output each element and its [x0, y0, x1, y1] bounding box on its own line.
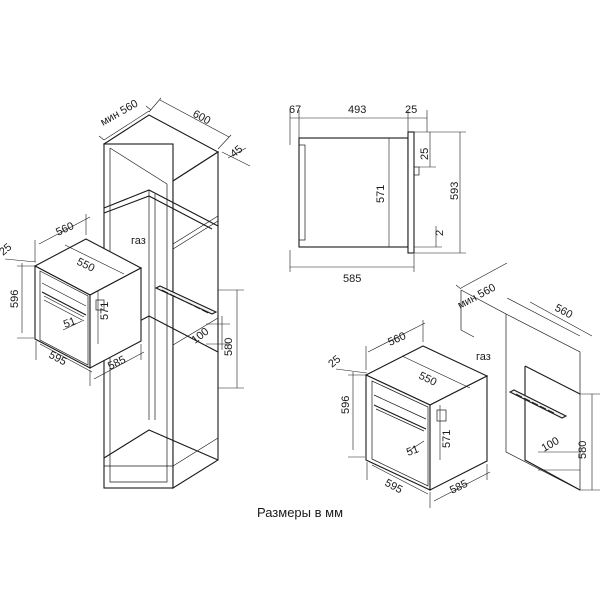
- dim-min-width: мин 560: [99, 98, 141, 129]
- gas-label-right: газ: [476, 351, 491, 363]
- side-dim-body-height: 571: [375, 185, 387, 203]
- oven-body-height: 571: [99, 302, 111, 320]
- side-dim-front: 25: [405, 104, 417, 116]
- side-view-body: [298, 137, 409, 248]
- oven-right: [364, 345, 489, 491]
- oven-r-handle: 51: [405, 443, 421, 458]
- oven-r-body-height: 571: [441, 430, 453, 448]
- oven-width-front: 560: [54, 220, 76, 239]
- oven-icon: [33, 238, 143, 369]
- side-dim-total-height: 593: [449, 182, 461, 200]
- side-view: 67 493 25 585 571 593 25 2: [289, 104, 466, 285]
- side-dim-bottom-gap: 2: [434, 230, 446, 236]
- under-dim-vent: 100: [540, 435, 562, 455]
- under-dim-niche-height: 580: [577, 441, 589, 459]
- oven-handle: 51: [62, 315, 78, 330]
- dim-depth: 600: [191, 108, 213, 127]
- cabinet-side: [172, 150, 219, 489]
- vent-slot-right: [508, 389, 568, 419]
- dim-top-offset: 45: [228, 143, 245, 160]
- oven-r-height: 596: [340, 396, 352, 414]
- cabinet-icon: [460, 289, 581, 491]
- oven-r-width-front: 560: [386, 330, 408, 349]
- side-dim-back: 67: [289, 104, 301, 116]
- oven-r-bottom-depth: 585: [448, 478, 470, 497]
- side-dim-body-depth: 493: [348, 104, 366, 116]
- side-dim-total-depth: 585: [343, 273, 361, 285]
- oven-r-side: 25: [326, 353, 343, 370]
- oven-dimensions-left: 560 550 25 596 571 51 595 585: [0, 214, 145, 386]
- oven-side: 25: [0, 241, 14, 258]
- under-dim-min-width: мин 560: [456, 282, 498, 312]
- side-dim-top-gap: 25: [419, 148, 431, 160]
- units-caption: Размеры в мм: [256, 505, 344, 520]
- oven-height: 596: [9, 290, 21, 308]
- gas-label-left: газ: [131, 235, 146, 247]
- vent-slot: [154, 285, 218, 315]
- under-dim-depth: 560: [553, 302, 575, 321]
- dim-niche-height: 580: [223, 338, 235, 356]
